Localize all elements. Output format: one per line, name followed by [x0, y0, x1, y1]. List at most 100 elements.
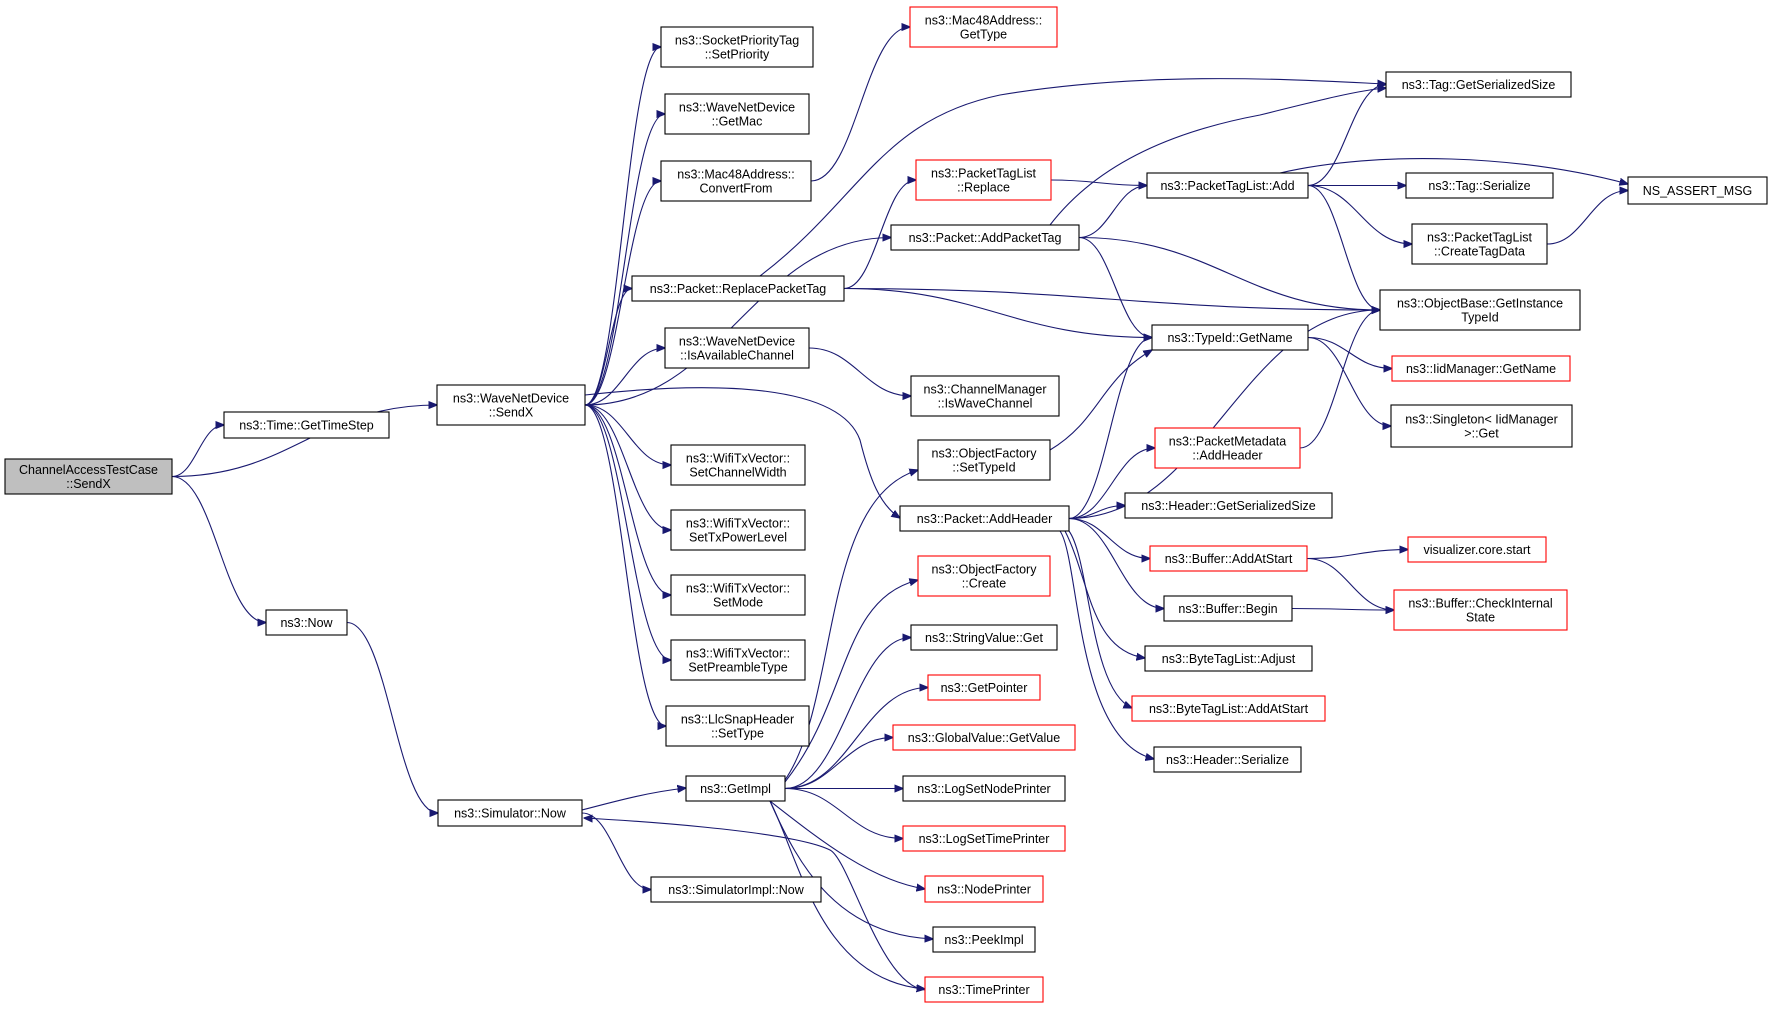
call-arrow [784, 787, 903, 839]
function-node-ofSetTypeId[interactable]: ns3::ObjectFactory::SetTypeId [917, 439, 1051, 481]
function-node-bufferBegin[interactable]: ns3::Buffer::Begin [1163, 595, 1293, 622]
function-node-box [665, 705, 810, 747]
function-node-box [670, 639, 806, 681]
function-node-label: ns3::Buffer::Begin [1178, 602, 1277, 616]
function-node-nodePrinter[interactable]: ns3::NodePrinter [924, 875, 1044, 903]
call-arrow [769, 800, 933, 939]
function-node-box [1124, 492, 1333, 519]
function-node-label: ns3::StringValue::Get [925, 631, 1043, 645]
function-node-getTimeStep[interactable]: ns3::Time::GetTimeStep [223, 411, 390, 439]
function-node-simulatorNow[interactable]: ns3::Simulator::Now [437, 799, 583, 827]
function-node-logSetTimePrinter[interactable]: ns3::LogSetTimePrinter [902, 825, 1066, 852]
call-edge-ptlAdd-to-nsAssertMsg [1279, 157, 1628, 184]
call-edge-waveSendX-to-setChannelWidth [584, 404, 671, 465]
call-edge-root-to-getTimeStep [171, 425, 224, 478]
function-node-iidManagerGetName[interactable]: ns3::IidManager::GetName [1391, 355, 1571, 382]
function-node-getPointer[interactable]: ns3::GetPointer [927, 674, 1041, 701]
call-arrow [784, 738, 893, 790]
function-node-label: SetPreambleType [688, 661, 787, 675]
call-arrow [843, 287, 1380, 311]
function-node-label: ns3::GetPointer [941, 681, 1028, 695]
function-node-box [1405, 172, 1554, 199]
call-arrow [584, 238, 891, 406]
function-node-replacePacketTag[interactable]: ns3::Packet::ReplacePacketTag [631, 275, 845, 302]
function-node-setPriority[interactable]: ns3::SocketPriorityTag::SetPriority [660, 26, 814, 68]
function-node-convertFrom[interactable]: ns3::Mac48Address::ConvertFrom [660, 160, 812, 202]
function-node-label: ns3::TypeId::GetName [1167, 331, 1292, 345]
function-node-addPacketTag[interactable]: ns3::Packet::AddPacketTag [890, 224, 1080, 251]
function-node-box [1144, 645, 1313, 672]
function-node-waveSendX[interactable]: ns3::WaveNetDevice::SendX [436, 384, 586, 426]
call-arrow [346, 621, 438, 814]
call-edge-waveSendX-to-setMode [584, 404, 671, 595]
function-node-ofCreate[interactable]: ns3::ObjectFactory::Create [917, 555, 1051, 597]
function-node-ptlReplace[interactable]: ns3::PacketTagList::Replace [915, 159, 1052, 201]
call-arrow [843, 180, 916, 290]
call-edge-waveSendX-to-addHeader [584, 387, 900, 518]
function-node-setMode[interactable]: ns3::WifiTxVector::SetMode [670, 574, 806, 616]
function-node-simImplNow[interactable]: ns3::SimulatorImpl::Now [650, 876, 822, 903]
function-node-setTxPowerLevel[interactable]: ns3::WifiTxVector::SetTxPowerLevel [670, 509, 806, 551]
function-node-box [902, 825, 1066, 852]
function-node-box [1153, 746, 1302, 773]
function-node-tagGetSerializedSize[interactable]: ns3::Tag::GetSerializedSize [1385, 71, 1572, 98]
function-node-setPreambleType[interactable]: ns3::WifiTxVector::SetPreambleType [670, 639, 806, 681]
call-edge-ptlAdd-to-createTagData [1307, 184, 1412, 245]
function-node-getMac[interactable]: ns3::WaveNetDevice::GetMac [664, 93, 810, 135]
call-arrow [1068, 448, 1155, 520]
call-edge-getImpl-to-timePrinter [769, 800, 925, 989]
function-node-btlAddAtStart[interactable]: ns3::ByteTagList::AddAtStart [1131, 695, 1326, 722]
call-edge-replacePacketTag-to-typeIdGetName [843, 287, 1152, 338]
function-node-setChannelWidth[interactable]: ns3::WifiTxVector::SetChannelWidth [670, 444, 806, 486]
function-node-logSetNodePrinter[interactable]: ns3::LogSetNodePrinter [902, 775, 1066, 802]
function-node-ptlAdd[interactable]: ns3::PacketTagList::Add [1146, 172, 1309, 199]
function-node-box [437, 799, 583, 827]
call-edge-createTagData-to-nsAssertMsg [1546, 191, 1628, 245]
function-node-box [890, 224, 1080, 251]
call-edge-addPacketTag-to-typeIdGetName [1078, 236, 1152, 338]
function-node-timePrinter[interactable]: ns3::TimePrinter [924, 976, 1044, 1003]
function-node-isWaveChannel[interactable]: ns3::ChannelManager::IsWaveChannel [910, 375, 1060, 417]
function-node-macGetType[interactable]: ns3::Mac48Address::GetType [909, 6, 1058, 48]
function-node-bufferAddAtStart[interactable]: ns3::Buffer::AddAtStart [1149, 545, 1308, 572]
function-node-nsAssertMsg[interactable]: NS_ASSERT_MSG [1627, 176, 1768, 205]
call-arrow [171, 475, 266, 623]
function-node-globalValueGetValue[interactable]: ns3::GlobalValue::GetValue [892, 724, 1076, 751]
function-node-headerGetSerializedSize[interactable]: ns3::Header::GetSerializedSize [1124, 492, 1333, 519]
function-node-typeIdGetName[interactable]: ns3::TypeId::GetName [1151, 324, 1309, 351]
function-node-box [631, 275, 845, 302]
function-node-now[interactable]: ns3::Now [265, 609, 348, 636]
function-node-label: ns3::WifiTxVector:: [686, 647, 790, 661]
call-edge-waveSendX-to-convertFrom [584, 181, 661, 406]
function-node-getImpl[interactable]: ns3::GetImpl [685, 775, 786, 802]
function-node-box [1391, 355, 1571, 382]
function-node-label: >::Get [1464, 427, 1499, 441]
function-node-addHeader[interactable]: ns3::Packet::AddHeader [899, 505, 1070, 532]
function-node-label: ConvertFrom [700, 182, 773, 196]
function-node-llcSetType[interactable]: ns3::LlcSnapHeader::SetType [665, 705, 810, 747]
function-node-singletonGet[interactable]: ns3::Singleton< IidManager>::Get [1390, 404, 1573, 448]
call-edge-convertFrom-to-macGetType [810, 27, 910, 182]
function-node-label: ChannelAccessTestCase [19, 463, 158, 477]
function-node-peekImpl[interactable]: ns3::PeekImpl [932, 926, 1036, 953]
function-node-label: ns3::TimePrinter [938, 983, 1029, 997]
function-node-createTagData[interactable]: ns3::PacketTagList::CreateTagData [1411, 223, 1548, 265]
function-node-visualizerStart[interactable]: visualizer.core.start [1407, 536, 1547, 563]
function-node-stringValueGet[interactable]: ns3::StringValue::Get [910, 624, 1058, 651]
call-edge-isAvailableChannel-to-isWaveChannel [808, 347, 911, 396]
function-node-box [670, 574, 806, 616]
call-edges [171, 27, 1628, 990]
function-node-headerSerialize[interactable]: ns3::Header::Serialize [1153, 746, 1302, 773]
function-node-isAvailableChannel[interactable]: ns3::WaveNetDevice::IsAvailableChannel [664, 327, 810, 369]
call-arrow [584, 387, 900, 518]
call-edge-waveSendX-to-setPreambleType [584, 404, 671, 660]
call-edge-getImpl-to-nodePrinter [769, 800, 925, 889]
call-edge-typeIdGetName-to-singletonGet [1307, 336, 1391, 427]
call-arrow [1068, 517, 1164, 609]
call-arrow [1059, 530, 1154, 759]
function-node-pmAddHeader[interactable]: ns3::PacketMetadata::AddHeader [1154, 427, 1301, 469]
function-node-btlAdjust[interactable]: ns3::ByteTagList::Adjust [1144, 645, 1313, 672]
function-node-tagSerialize[interactable]: ns3::Tag::Serialize [1405, 172, 1554, 199]
